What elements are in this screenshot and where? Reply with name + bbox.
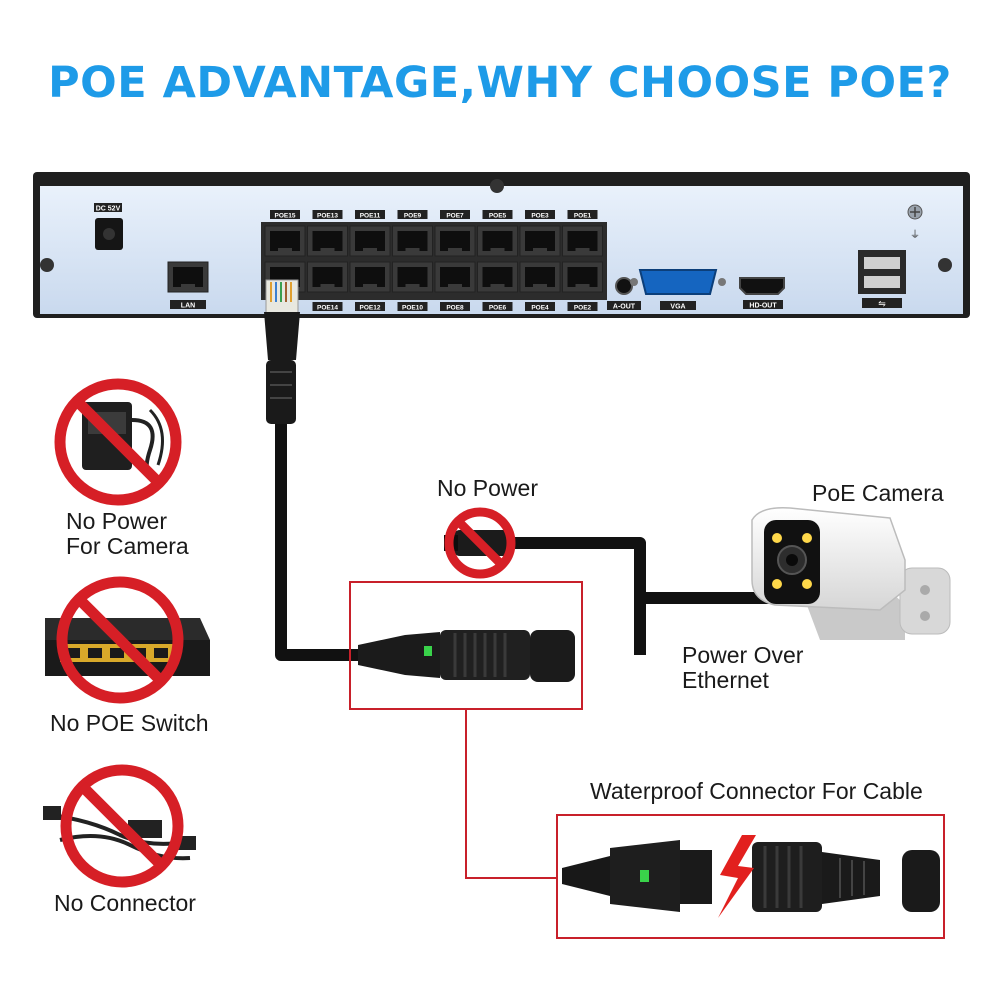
poe-port (562, 225, 603, 257)
poe-port-label: POE12 (360, 305, 381, 312)
svg-text:⏚: ⏚ (910, 229, 920, 241)
hdmi-port (739, 277, 785, 295)
prohibit-icon (54, 378, 182, 506)
poe-port (264, 225, 306, 257)
poe-port (307, 225, 348, 257)
no-poe-switch-label: No POE Switch (50, 710, 209, 736)
hdout-label: HD-OUT (749, 303, 777, 310)
vga-label: VGA (670, 304, 685, 311)
poe-port-label: POE4 (531, 305, 549, 312)
no-power-camera-label: No Power For Camera (66, 509, 189, 559)
leader-line (465, 709, 558, 879)
poe-port (519, 261, 561, 293)
poe-label: Power Over Ethernet (682, 643, 803, 693)
no-connector-label: No Connector (54, 890, 196, 916)
label-line: Ethernet (682, 667, 769, 693)
poe-port (434, 261, 476, 293)
poe-port-label: POE15 (275, 213, 296, 220)
prohibit-icon (60, 764, 184, 888)
poe-port-label: POE6 (489, 305, 507, 312)
poe-port-label: POE1 (574, 213, 592, 220)
label-line: For Camera (66, 533, 189, 559)
poe-port (434, 225, 476, 257)
label-line: No Power (66, 508, 167, 534)
poe-port (349, 225, 391, 257)
poe-port-label: POE5 (489, 213, 507, 220)
poe-port-label: POE13 (317, 213, 338, 220)
nvr-back-panel: ⏚ DC 52V LAN POE15 POE13 POE11 POE9 POE7 POE5… (33, 172, 970, 318)
poe-port (349, 261, 391, 293)
aout-label: A-OUT (613, 304, 636, 311)
poe-port (477, 261, 518, 293)
power-label: DC 52V (96, 206, 121, 213)
lan-port (167, 261, 209, 293)
poe-port-label: POE7 (446, 213, 464, 220)
poe-port-label: POE3 (531, 213, 549, 220)
poe-port-label: POE11 (360, 213, 381, 220)
no-power-label: No Power (437, 475, 538, 501)
poe-port (477, 225, 518, 257)
poe-port (392, 261, 433, 293)
rj45-plug (264, 279, 300, 424)
usb-icon: ⇋ (878, 300, 886, 310)
poe-port (562, 261, 603, 293)
camera-label: PoE Camera (812, 480, 944, 506)
screw-icon (938, 258, 952, 272)
label-line: Power Over (682, 642, 804, 668)
power-label-box (94, 203, 122, 212)
waterproof-connector-inline (358, 630, 575, 682)
audio-out-jack (615, 277, 633, 295)
poe-port (519, 225, 561, 257)
waterproof-connector-zoom (562, 840, 940, 912)
no-power-prohibit-icon (444, 507, 516, 579)
poe-camera (751, 507, 951, 640)
poe-port-label: POE9 (404, 213, 422, 220)
waterproof-label: Waterproof Connector For Cable (590, 778, 923, 804)
ethernet-cable (275, 420, 775, 661)
lan-label: LAN (181, 303, 195, 310)
vga-port (638, 269, 718, 295)
screw-icon (40, 258, 54, 272)
poe-port-label: POE2 (574, 305, 592, 312)
lightning-icon (718, 835, 756, 918)
poe-port-label: POE10 (402, 305, 423, 312)
prohibit-icon (56, 576, 184, 704)
page-title: POE ADVANTAGE,WHY CHOOSE POE? (48, 58, 952, 108)
screw-icon (490, 179, 504, 193)
poe-port-label: POE8 (446, 305, 464, 312)
poe-port (307, 261, 348, 293)
poe-port-label: POE14 (317, 305, 338, 312)
poe-port (392, 225, 433, 257)
